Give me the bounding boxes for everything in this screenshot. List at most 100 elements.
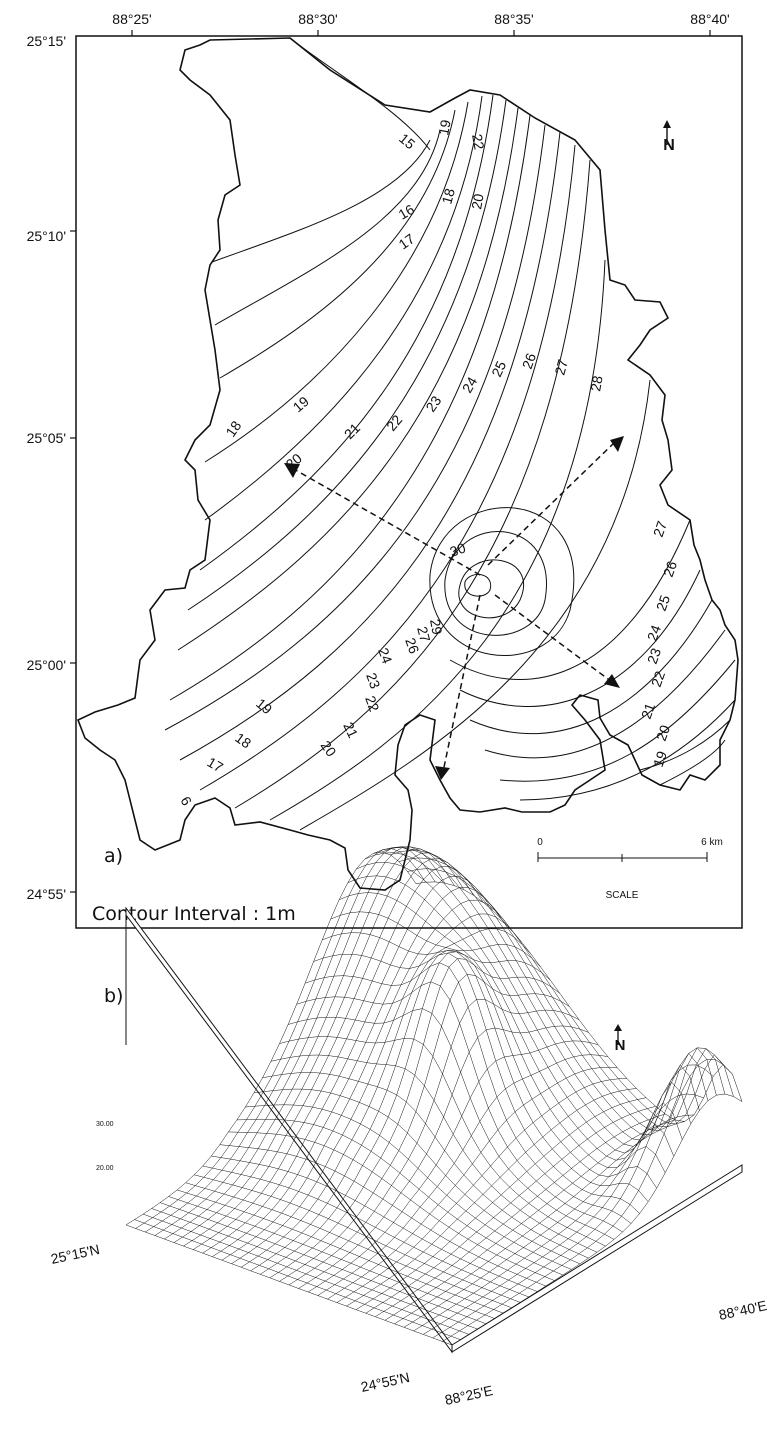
contour-label: 20 — [468, 192, 486, 210]
top-tick-2: 88°30' — [298, 11, 337, 27]
left-tick-1: 25°15' — [27, 33, 66, 49]
mesh-line — [240, 928, 532, 1268]
contour-label: 23 — [363, 671, 383, 691]
flow-arrows — [291, 441, 616, 773]
mesh-line — [221, 899, 513, 1261]
top-tick-1: 88°25' — [112, 11, 151, 27]
mesh-line — [253, 1088, 580, 1265]
mesh-line — [185, 1182, 512, 1309]
mesh-line — [364, 852, 692, 1147]
corner-label-se: 88°25'E — [443, 1382, 494, 1408]
contour-label: 23 — [422, 393, 444, 415]
mesh-line — [330, 911, 657, 1189]
mesh-line — [160, 1202, 487, 1325]
mesh-line — [313, 952, 640, 1214]
scale-title: SCALE — [606, 890, 639, 901]
contour-labels: 15 16 17 18 19 20 21 22 23 24 25 26 27 2… — [177, 118, 680, 808]
corner-label-nw: 25°15'N — [49, 1241, 101, 1267]
contour-label: 19 — [435, 118, 453, 136]
map-frame — [75, 35, 743, 929]
panel-b-label: b) — [104, 985, 123, 1007]
contour-label: 27 — [414, 625, 434, 644]
mesh-line — [194, 1174, 521, 1303]
contour-label: 25 — [653, 593, 673, 613]
contour-label: 18 — [232, 729, 254, 751]
contour-label: 26 — [402, 636, 422, 656]
mesh-line — [415, 881, 743, 1122]
left-tick-2: 25°10' — [27, 228, 66, 244]
mesh-line — [398, 857, 726, 1128]
contour-label: 27 — [551, 357, 571, 376]
mesh-line — [270, 1054, 598, 1253]
contour-label: 24 — [644, 623, 664, 643]
left-tick-5: 24°55' — [27, 886, 66, 902]
contour-label: 22 — [383, 412, 405, 434]
surface-base-right — [451, 1164, 743, 1353]
contour-label: 27 — [650, 519, 670, 539]
contour-lines — [164, 37, 736, 831]
mesh-line — [279, 1036, 606, 1247]
scale-end: 6 km — [701, 837, 723, 848]
mesh-line — [305, 962, 632, 1224]
mesh-line — [339, 892, 666, 1173]
mesh-line — [347, 875, 675, 1161]
mesh-line — [236, 1119, 563, 1276]
scale-bar — [537, 852, 708, 862]
z-tick-upper: 30.00 — [96, 1121, 114, 1128]
mesh-line — [211, 1155, 538, 1292]
left-tick-3: 25°05' — [27, 430, 66, 446]
contour-label: 16 — [396, 201, 418, 223]
mesh-line — [346, 1088, 637, 1307]
contour-map: 88°25' 88°30' 88°35' 88°40' 25°15' 25°10… — [27, 11, 743, 929]
contour-label: 19 — [650, 749, 670, 769]
surface-north-label: N — [615, 1037, 626, 1054]
contour-label: 20 — [653, 723, 673, 743]
mesh-line — [317, 1054, 608, 1296]
top-tick-4: 88°40' — [690, 11, 729, 27]
contour-label: 22 — [648, 669, 668, 689]
contour-interval-text: Contour Interval : 1m — [92, 903, 296, 925]
mesh-line — [177, 1189, 504, 1314]
mesh-line — [296, 981, 623, 1233]
contour-label: 28 — [587, 374, 605, 392]
contour-label: 30 — [448, 539, 468, 559]
corner-label-sw: 24°55'N — [359, 1369, 411, 1395]
north-arrow-icon: N — [614, 1024, 625, 1054]
mesh-line — [373, 847, 700, 1141]
contour-label: 20 — [318, 738, 340, 760]
contour-label: 26 — [519, 351, 539, 371]
mesh-line — [322, 932, 649, 1202]
contour-label: 22 — [469, 133, 487, 151]
mesh-line — [134, 1219, 461, 1340]
contour-label: 29 — [427, 618, 445, 636]
mesh-line — [381, 846, 709, 1136]
north-label: N — [663, 137, 675, 154]
mesh-line — [356, 862, 683, 1154]
z-tick-lower: 20.00 — [96, 1165, 114, 1172]
mesh-line — [212, 887, 503, 1257]
mesh-line — [245, 1104, 572, 1270]
panel-a-label: a) — [104, 845, 123, 867]
contour-label: 21 — [638, 701, 658, 721]
left-tick-4: 25°00' — [27, 657, 66, 673]
contour-label: 26 — [660, 559, 680, 579]
scale-start: 0 — [537, 837, 543, 848]
mesh-line — [202, 1165, 529, 1298]
mesh-line — [168, 1196, 495, 1319]
contour-label: 21 — [340, 720, 361, 741]
contour-label: 24 — [459, 374, 481, 396]
contour-label: 22 — [362, 694, 382, 714]
top-tick-3: 88°35' — [494, 11, 533, 27]
mesh-line — [288, 1008, 615, 1240]
mesh-line — [269, 958, 560, 1279]
mesh-line — [262, 1072, 589, 1259]
mesh-line — [403, 1114, 695, 1328]
contour-label: 19 — [290, 393, 312, 415]
surface-mesh — [125, 846, 743, 1346]
mesh-line — [151, 1208, 478, 1330]
contour-label: 20 — [283, 450, 305, 472]
mesh-line — [407, 868, 734, 1125]
contour-label: 24 — [375, 646, 395, 666]
mesh-line — [390, 850, 717, 1131]
